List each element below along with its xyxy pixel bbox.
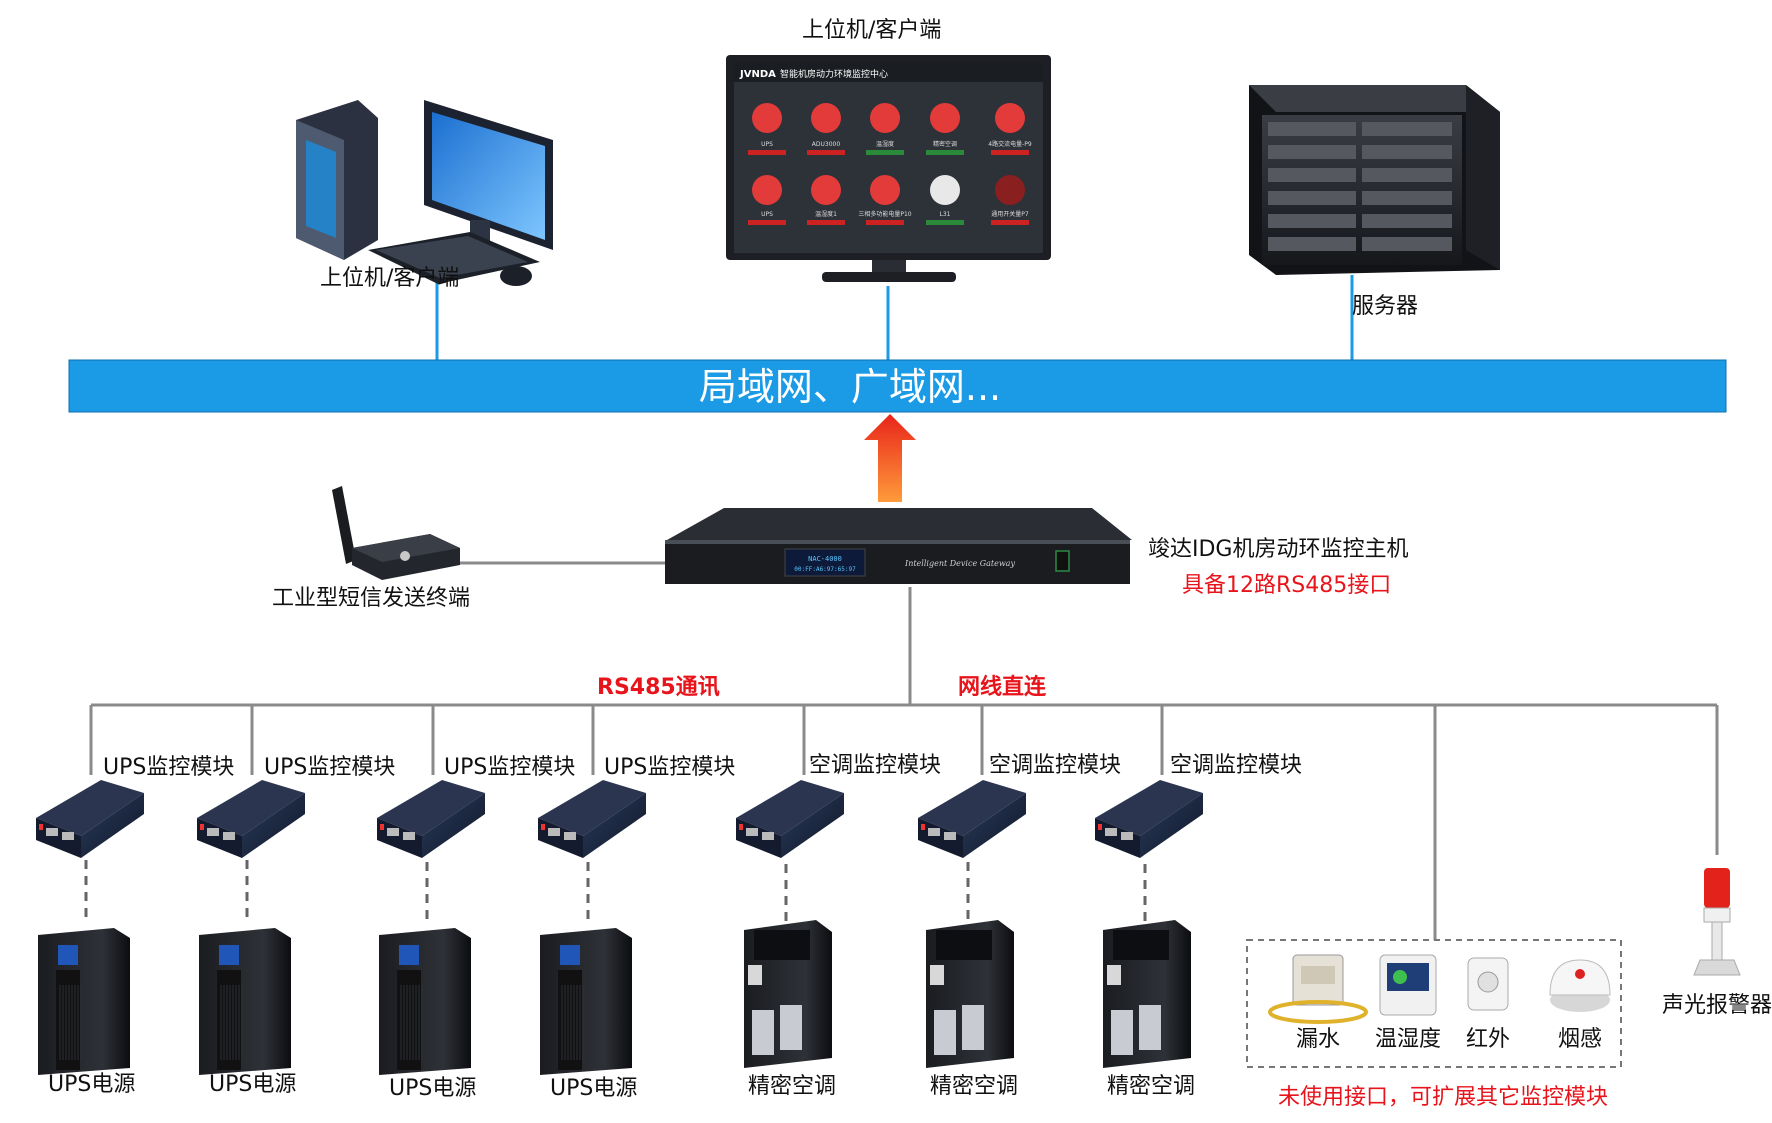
server-label: 服务器 (1352, 294, 1418, 319)
network-bar: 局域网、广域网... (68, 359, 1727, 413)
modules-row: UPS监控模块UPS电源UPS监控模块UPS电源UPS监控模块UPS电源UPS监… (36, 753, 1302, 1101)
precision-ac-icon (926, 920, 1014, 1068)
sensor-smoke-label: 烟感 (1558, 1027, 1602, 1052)
svg-text:温湿度1: 温湿度1 (815, 210, 837, 218)
module-label: UPS监控模块 (444, 755, 575, 780)
dashboard-tiles-row2: UPS 温湿度1 三相多功能电量P10 L31 通用开关量P7 (748, 175, 1029, 225)
sensor-note: 未使用接口，可扩展其它监控模块 (1278, 1085, 1608, 1110)
monitor-module-icon (1095, 780, 1203, 858)
device-label: UPS电源 (209, 1072, 296, 1097)
water-leak-sensor-icon (1268, 954, 1368, 1024)
module-label: 空调监控模块 (809, 753, 941, 778)
host-device-icon: NAC-4000 00:FF:A6:97:65:97 Intelligent D… (665, 508, 1132, 584)
precision-ac-icon (1103, 920, 1191, 1068)
ups-power-icon (38, 928, 130, 1075)
ups-power-icon (540, 928, 632, 1075)
dashboard-brand: JVNDA (739, 69, 776, 80)
module-unit-3: UPS监控模块 UPS电源 (377, 755, 575, 1101)
host-panel-brand: Intelligent Device Gateway (904, 559, 1015, 568)
monitor-module-icon (918, 780, 1026, 858)
smoke-sensor-icon (1549, 959, 1611, 1012)
network-label: 局域网、广域网... (699, 365, 1001, 409)
sensor-th-label: 温湿度 (1375, 1027, 1441, 1052)
svg-text:UPS: UPS (761, 211, 773, 218)
alarm-label: 声光报警器 (1662, 993, 1772, 1018)
sensor-group: 漏水 温湿度 红外 烟感 (1246, 939, 1622, 1068)
ethernet-label: 网线直连 (958, 674, 1047, 700)
module-unit-1: UPS监控模块 UPS电源 (36, 755, 234, 1097)
sms-terminal-icon (332, 486, 460, 580)
svg-text:4路交流电量-P9: 4路交流电量-P9 (988, 140, 1032, 148)
client-pc-label: 上位机/客户端 (320, 266, 459, 291)
monitor-module-icon (36, 780, 144, 858)
svg-text:精密空调: 精密空调 (933, 140, 957, 148)
connection-lines (84, 275, 1719, 940)
device-label: 精密空调 (1107, 1074, 1195, 1099)
host-title: 竣达IDG机房动环监控主机 (1148, 537, 1408, 562)
uplink-arrow-icon (864, 414, 916, 502)
monitor-module-icon (377, 780, 485, 858)
temp-humidity-sensor-icon (1379, 954, 1437, 1016)
host-lcd-line2: 00:FF:A6:97:65:97 (794, 566, 856, 573)
server-icon (1249, 85, 1500, 275)
dashboard-tiles-row1: UPS ADU3000 温湿度 精密空调 4路交流电量-P9 (748, 103, 1032, 155)
svg-text:L31: L31 (940, 211, 951, 218)
host-lcd-line1: NAC-4000 (808, 555, 842, 563)
device-label: 精密空调 (930, 1074, 1018, 1099)
dashboard-monitor: JVNDA 智能机房动力环境监控中心 UPS ADU3000 温湿度 精密空调 … (726, 55, 1051, 282)
svg-text:三相多功能电量P10: 三相多功能电量P10 (858, 210, 911, 218)
module-label: 空调监控模块 (1170, 753, 1302, 778)
svg-text:UPS: UPS (761, 141, 773, 148)
svg-text:ADU3000: ADU3000 (812, 141, 841, 148)
sensor-leak-label: 漏水 (1296, 1027, 1340, 1052)
device-label: 精密空调 (748, 1074, 836, 1099)
svg-text:通用开关量P7: 通用开关量P7 (991, 210, 1029, 218)
module-unit-2: UPS监控模块 UPS电源 (197, 755, 395, 1097)
monitor-module-icon (197, 780, 305, 858)
ups-power-icon (379, 928, 471, 1075)
bus-drops (89, 705, 1719, 940)
dashboard-title: 智能机房动力环境监控中心 (780, 68, 888, 80)
device-label: UPS电源 (389, 1076, 476, 1101)
infrared-sensor-icon (1467, 957, 1509, 1011)
host-subtitle: 具备12路RS485接口 (1182, 573, 1391, 598)
alarm-light-icon (1693, 868, 1741, 976)
module-to-device-dashed (84, 860, 1147, 922)
sms-terminal-label: 工业型短信发送终端 (272, 586, 470, 611)
device-label: UPS电源 (550, 1076, 637, 1101)
monitor-module-icon (736, 780, 844, 858)
client-pc-icon (296, 100, 553, 286)
device-label: UPS电源 (48, 1072, 135, 1097)
precision-ac-icon (744, 920, 832, 1068)
rs485-label: RS485通讯 (597, 675, 720, 700)
module-label: UPS监控模块 (103, 755, 234, 780)
module-label: UPS监控模块 (264, 755, 395, 780)
module-label: UPS监控模块 (604, 755, 735, 780)
module-label: 空调监控模块 (989, 753, 1121, 778)
monitor-module-icon (538, 780, 646, 858)
svg-text:温湿度: 温湿度 (876, 140, 894, 148)
sensor-ir-label: 红外 (1466, 1027, 1510, 1052)
client-monitor-label: 上位机/客户端 (802, 18, 941, 43)
ups-power-icon (199, 928, 291, 1075)
module-unit-4: UPS监控模块 UPS电源 (538, 755, 735, 1101)
